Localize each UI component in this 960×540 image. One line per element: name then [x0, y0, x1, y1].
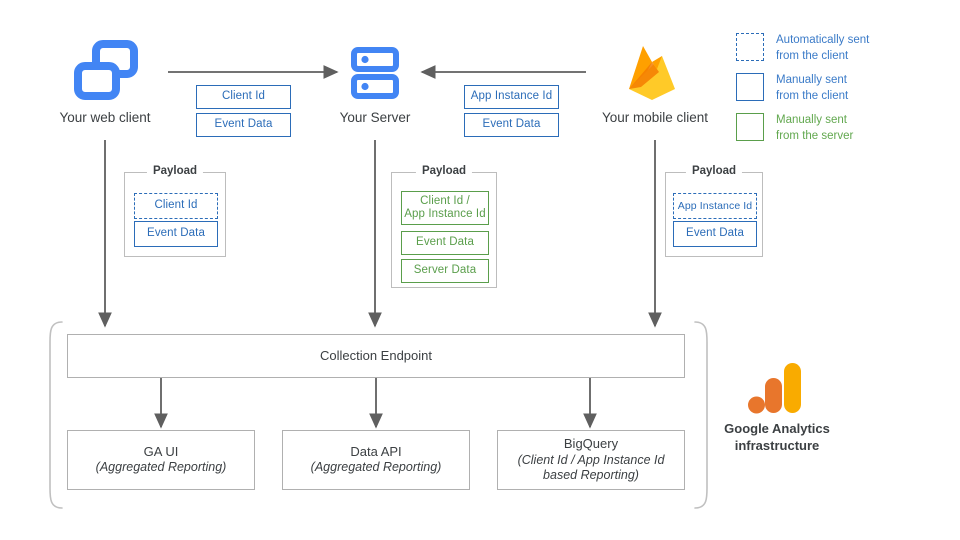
output-box-ga-ui: GA UI (Aggregated Reporting)	[67, 430, 255, 490]
collection-endpoint: Collection Endpoint	[67, 334, 685, 378]
legend-swatch-solid-blue	[736, 73, 764, 101]
server-payload-legend: Payload	[415, 165, 473, 177]
web-payload-item-client-id: Client Id	[134, 193, 218, 219]
output-box-bigquery: BigQuery (Client Id / App Instance Id ba…	[497, 430, 685, 490]
transport-tag-event-data-mobile: Event Data	[464, 113, 559, 137]
legend-swatch-solid-green	[736, 113, 764, 141]
web-client-caption: Your web client	[59, 110, 151, 125]
mobile-payload-legend: Payload	[685, 165, 743, 177]
mobile-client-caption: Your mobile client	[601, 110, 709, 125]
legend-item-manual-client: Manually sent from the client	[736, 73, 848, 104]
mobile-payload-item-event-data: Event Data	[673, 221, 757, 247]
web-client-icon	[74, 40, 138, 100]
transport-tag-app-instance-id: App Instance Id	[464, 85, 559, 109]
mobile-payload: Payload App Instance Id Event Data	[665, 165, 763, 257]
legend-label-manual-server: Manually sent from the server	[776, 114, 854, 142]
mobile-payload-item-app-instance-id: App Instance Id	[673, 193, 757, 219]
legend-label-manual-client: Manually sent from the client	[776, 74, 849, 102]
output-title-ga-ui: GA UI	[143, 444, 179, 460]
output-subtitle-data-api: (Aggregated Reporting)	[310, 460, 442, 475]
web-payload: Payload Client Id Event Data	[124, 165, 226, 257]
web-payload-item-event-data: Event Data	[134, 221, 218, 247]
infrastructure-caption: Google Analytics infrastructure	[724, 421, 830, 453]
output-subtitle-ga-ui: (Aggregated Reporting)	[95, 460, 227, 475]
firebase-icon	[629, 46, 675, 100]
transport-tag-client-id: Client Id	[196, 85, 291, 109]
server-payload-item-ids: Client Id / App Instance Id	[401, 191, 489, 225]
server-payload: Payload Client Id / App Instance Id Even…	[391, 165, 497, 288]
server-icon	[351, 47, 399, 99]
transport-tag-event-data: Event Data	[196, 113, 291, 137]
legend-item-manual-server: Manually sent from the server	[736, 113, 853, 144]
server-caption: Your Server	[339, 110, 411, 125]
output-box-data-api: Data API (Aggregated Reporting)	[282, 430, 470, 490]
legend-swatch-dashed-blue	[736, 33, 764, 61]
output-subtitle-bigquery: (Client Id / App Instance Id based Repor…	[517, 452, 665, 483]
output-title-data-api: Data API	[350, 444, 402, 460]
output-title-bigquery: BigQuery	[563, 436, 619, 452]
legend-item-auto-client: Automatically sent from the client	[736, 33, 869, 64]
server-payload-item-server-data: Server Data	[401, 259, 489, 283]
web-payload-legend: Payload	[146, 165, 204, 177]
collection-endpoint-label: Collection Endpoint	[319, 347, 433, 363]
google-analytics-icon	[748, 363, 801, 414]
legend-label-auto-client: Automatically sent from the client	[776, 34, 870, 62]
server-payload-item-event-data: Event Data	[401, 231, 489, 255]
